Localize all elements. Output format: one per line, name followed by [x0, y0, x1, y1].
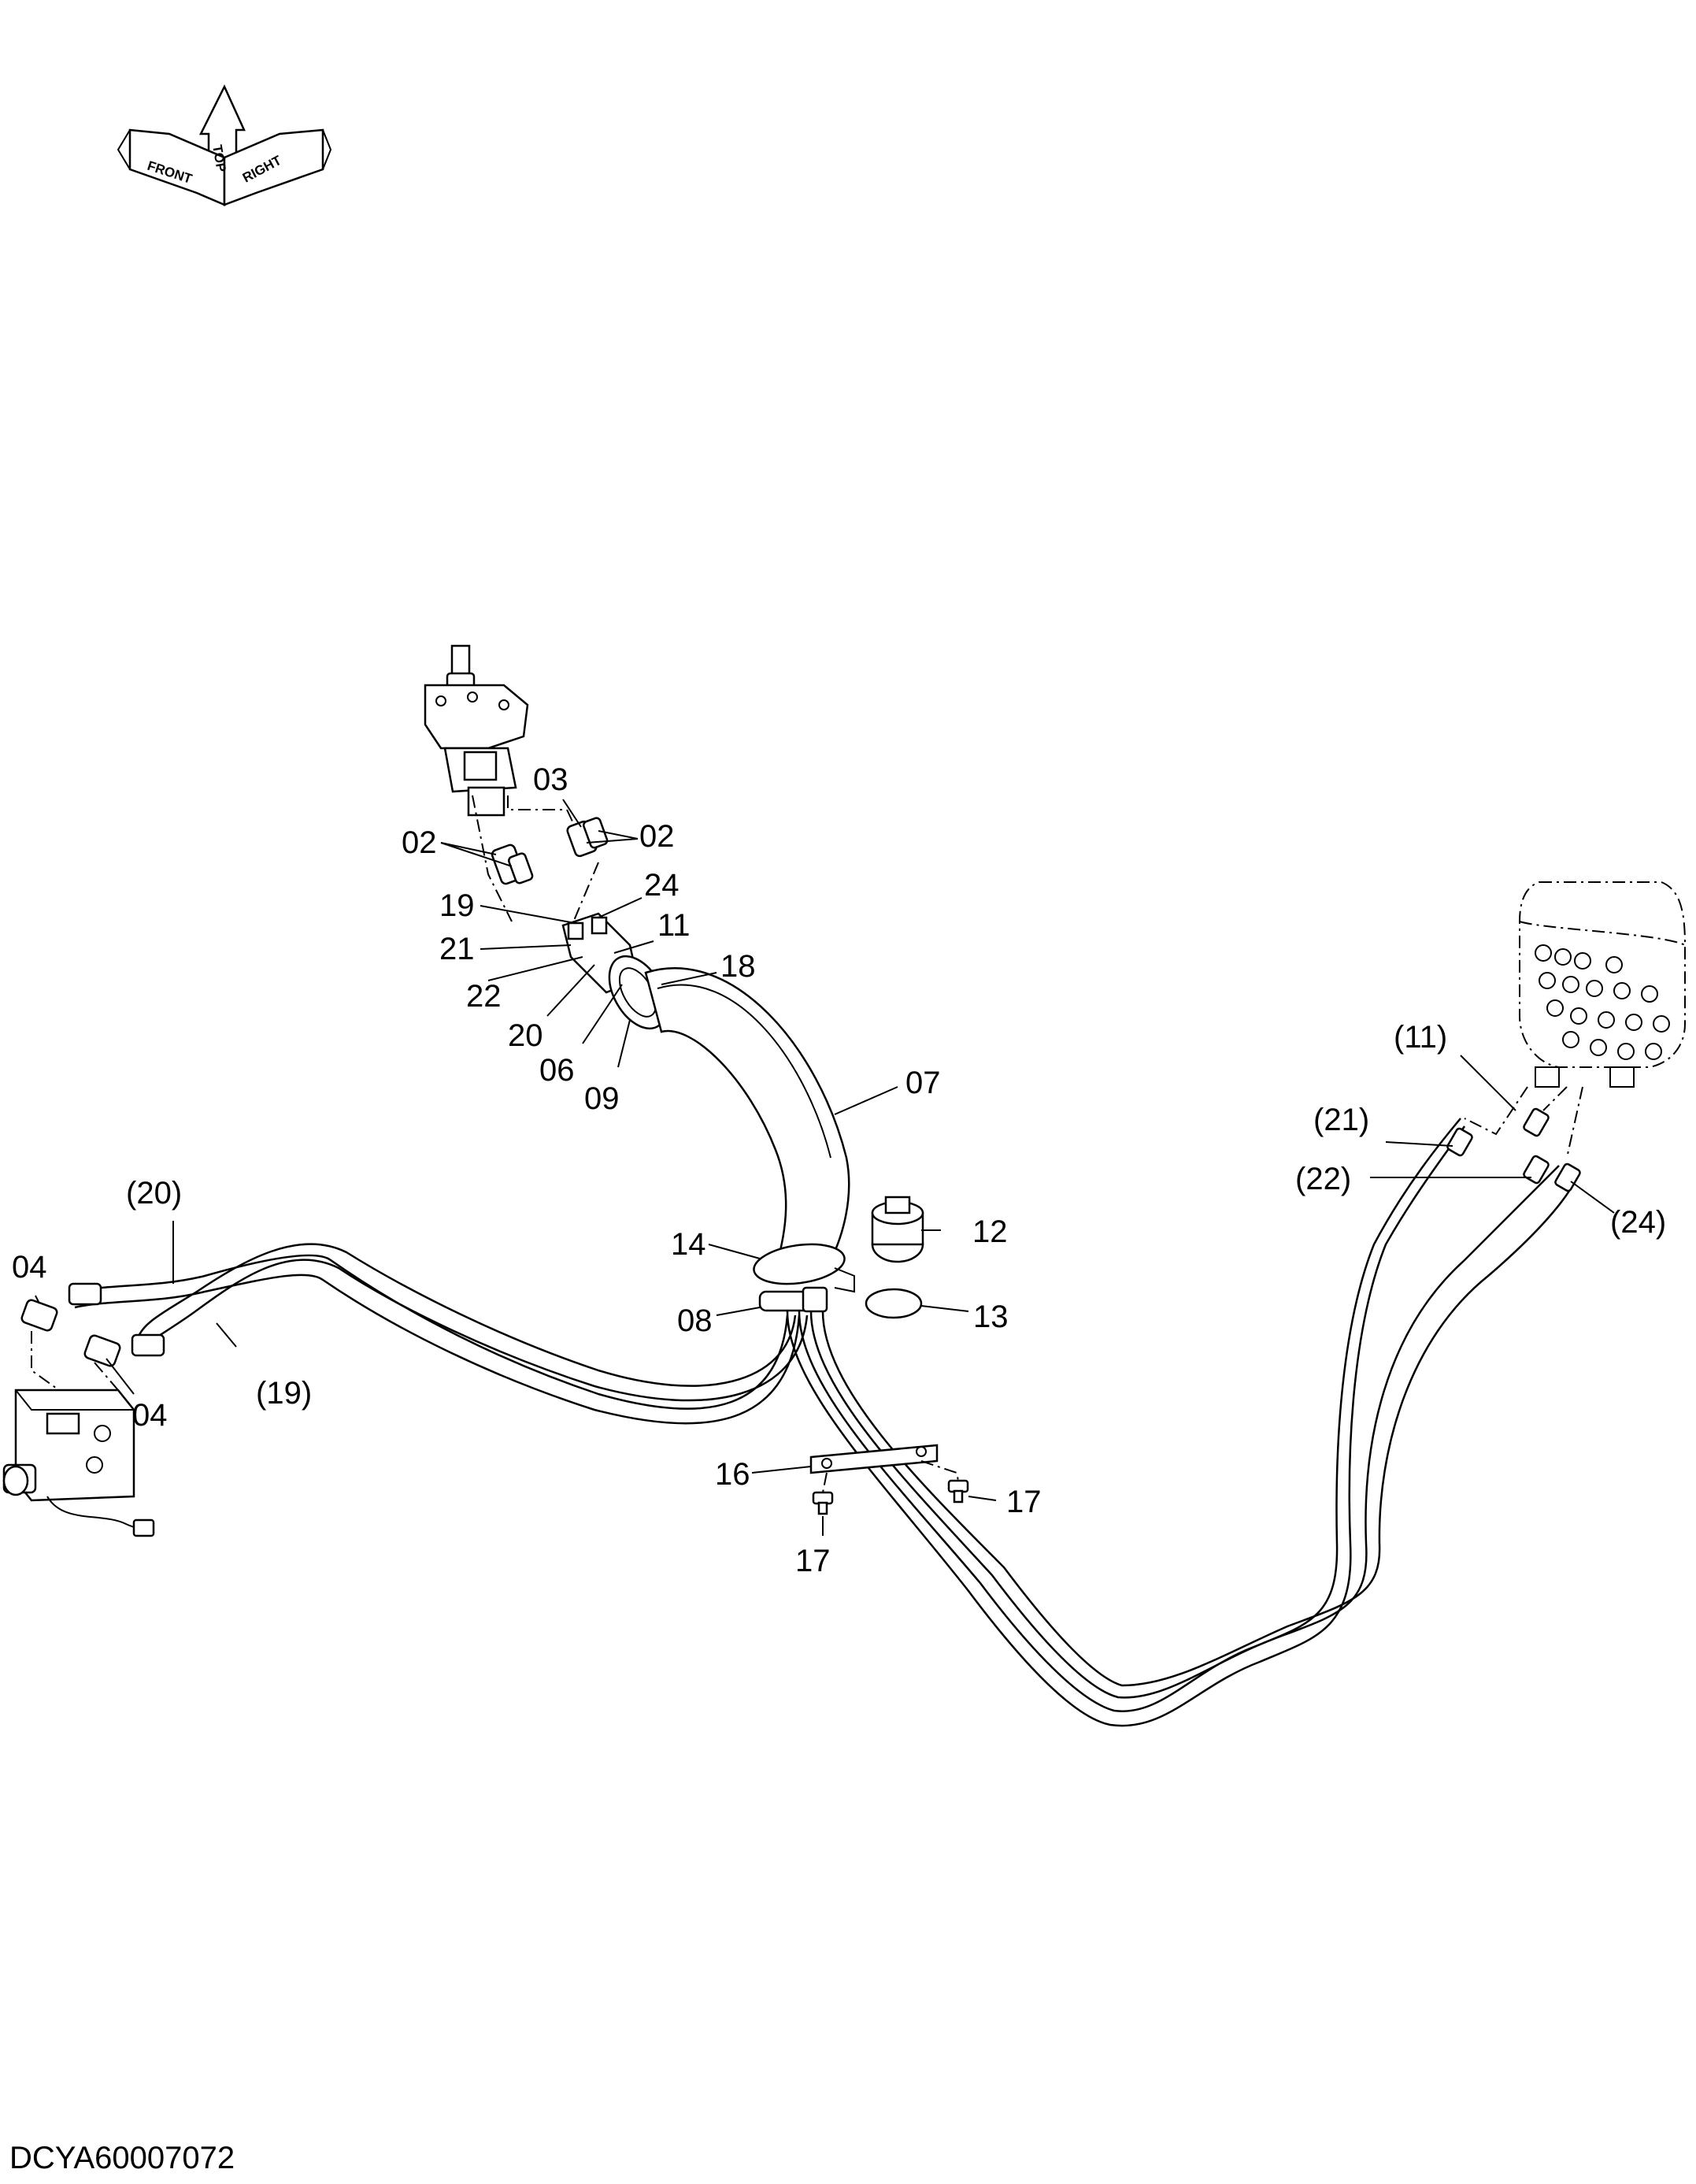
callout-ref-20: (20) [126, 1176, 182, 1211]
callout-labels: 03 02 02 19 24 21 11 22 18 20 06 09 07 1… [12, 762, 1666, 1578]
band-clamp-08 [758, 1286, 828, 1313]
callout-ref-11: (11) [1394, 1020, 1447, 1055]
callout-18: 18 [720, 949, 756, 984]
right-hose-fittings [1446, 1107, 1581, 1192]
o-ring-13 [865, 1288, 923, 1319]
callout-17-right: 17 [1006, 1485, 1042, 1519]
callout-02-left: 02 [402, 825, 437, 860]
document-id: DCYA60007072 [9, 2141, 235, 2175]
band-clamp-14 [753, 1243, 855, 1293]
callout-17-bottom: 17 [795, 1544, 831, 1578]
callout-ref-24: (24) [1610, 1205, 1666, 1240]
callout-04-upper: 04 [12, 1250, 47, 1285]
bracket-16 [809, 1444, 939, 1474]
callout-24: 24 [644, 868, 680, 903]
callout-12: 12 [972, 1214, 1008, 1249]
elbow-fitting-04-upper [20, 1299, 58, 1332]
control-valve-part [1519, 881, 1686, 1088]
callout-19: 19 [439, 888, 475, 923]
solenoid-valve-part [2, 1389, 155, 1537]
fitting-02-right [566, 817, 609, 858]
callout-02-right: 02 [639, 819, 675, 854]
elbow-fitting-04-lower [83, 1334, 121, 1367]
callout-22: 22 [466, 979, 502, 1014]
hose-end-fitting-20 [68, 1282, 102, 1306]
left-hose-pair [74, 1243, 809, 1425]
bolt-17-right [947, 1479, 969, 1504]
callout-ref-21: (21) [1313, 1103, 1369, 1137]
protective-sleeve-07 [644, 967, 850, 1270]
orientation-compass: TOP FRONT RIGHT [117, 84, 332, 206]
callout-20: 20 [508, 1018, 543, 1053]
callout-04-lower: 04 [132, 1398, 168, 1433]
callout-11: 11 [657, 908, 691, 943]
callout-13: 13 [973, 1300, 1009, 1334]
callout-06: 06 [539, 1053, 575, 1088]
grommet-12 [871, 1196, 924, 1263]
callout-ref-19: (19) [256, 1376, 312, 1411]
callout-09: 09 [584, 1081, 620, 1116]
callout-ref-22: (22) [1295, 1162, 1351, 1196]
callout-08: 08 [677, 1303, 713, 1338]
pilot-valve-part [424, 644, 529, 817]
callout-16: 16 [715, 1457, 750, 1492]
callout-21: 21 [439, 932, 475, 966]
fitting-02-left [491, 844, 534, 885]
hose-bundle [786, 1118, 1576, 1727]
hose-end-fitting-19 [131, 1333, 165, 1357]
callout-03: 03 [533, 762, 568, 797]
callout-07: 07 [905, 1066, 941, 1100]
bolt-17-left [812, 1491, 834, 1515]
callout-14: 14 [671, 1227, 706, 1262]
leader-lines [35, 799, 1615, 1536]
